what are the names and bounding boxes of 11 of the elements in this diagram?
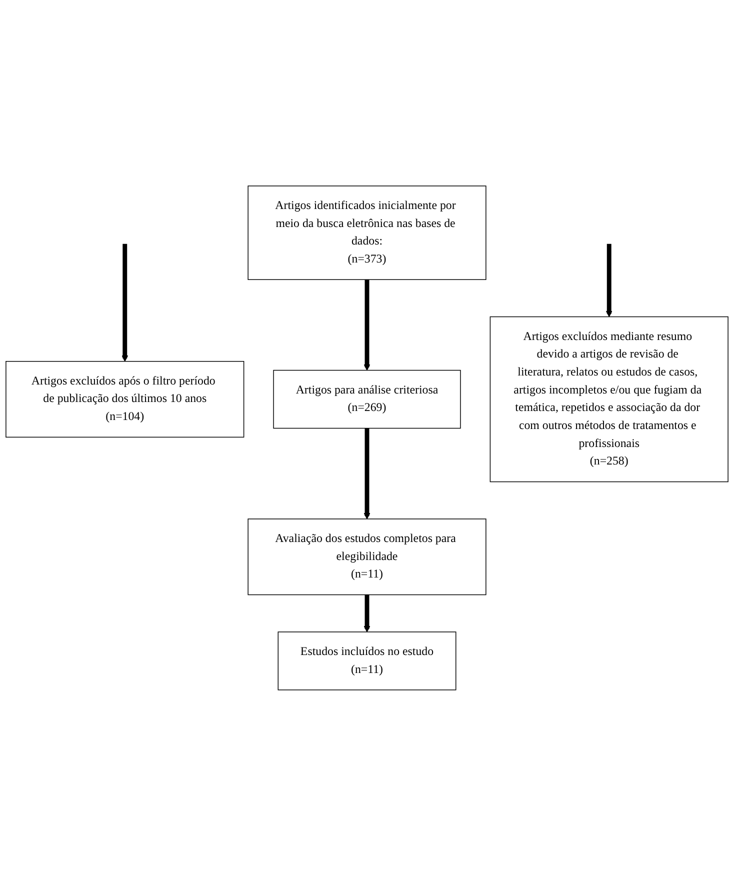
node-box: Estudos incluídos no estudo (n=11): [278, 631, 456, 690]
arrow: [364, 428, 370, 519]
node-box: Avaliação dos estudos completos para elegibilidade (n=11): [248, 518, 486, 595]
arrow: [364, 594, 370, 632]
node-box: Artigos para análise criteriosa (n=269): [273, 369, 461, 428]
arrow: [606, 244, 612, 317]
node-box: Artigos excluídos mediante resumo devido a artigos de revisão de literatura, relatos ou estudos de casos, artigos incompletos e/ou que fugiam da temática, repetidos e associação da dor com outros métodos de tratamentos e profissionais (n=258): [490, 316, 728, 482]
arrow: [364, 279, 370, 370]
arrow: [122, 244, 128, 362]
node-box: Artigos excluídos após o filtro período de publicação dos últimos 10 anos (n=104): [6, 360, 244, 438]
node-box: Artigos identificados inicialmente por meio da busca eletrônica nas bases de dados: (n=373): [248, 185, 486, 280]
